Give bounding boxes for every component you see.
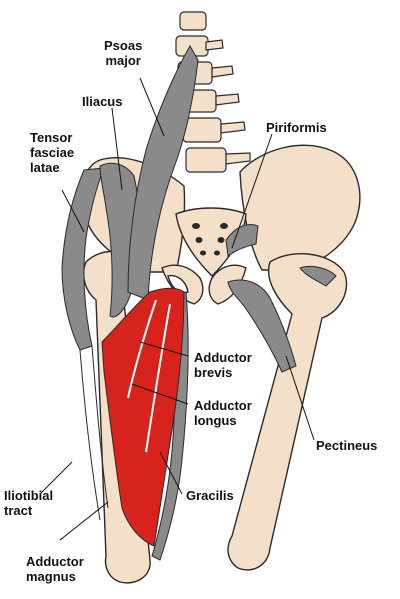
pectineus-muscle <box>227 265 337 373</box>
label-pectineus: Pectineus <box>316 438 378 453</box>
piriformis-muscle <box>225 224 259 257</box>
adductor-group-muscle <box>101 287 185 547</box>
label-adductor-magnus: Adductor magnus <box>26 554 84 584</box>
sacral-foramina <box>192 223 228 256</box>
label-iliacus: Iliacus <box>82 94 123 109</box>
label-tensor-fasciae-latae: Tensor fasciae latae <box>30 130 75 175</box>
label-adductor-longus: Adductor longus <box>194 398 252 428</box>
tensor-fasciae-latae-muscle <box>61 167 105 351</box>
label-gracilis: Gracilis <box>186 488 234 503</box>
iliotibial-tract-lines <box>79 345 109 521</box>
label-psoas-major: Psoas major <box>104 38 143 68</box>
label-piriformis: Piriformis <box>266 120 327 135</box>
label-iliotibial-tract: Iliotibial tract <box>4 488 54 518</box>
label-adductor-brevis: Adductor brevis <box>194 350 252 380</box>
leader-lines <box>39 77 315 541</box>
